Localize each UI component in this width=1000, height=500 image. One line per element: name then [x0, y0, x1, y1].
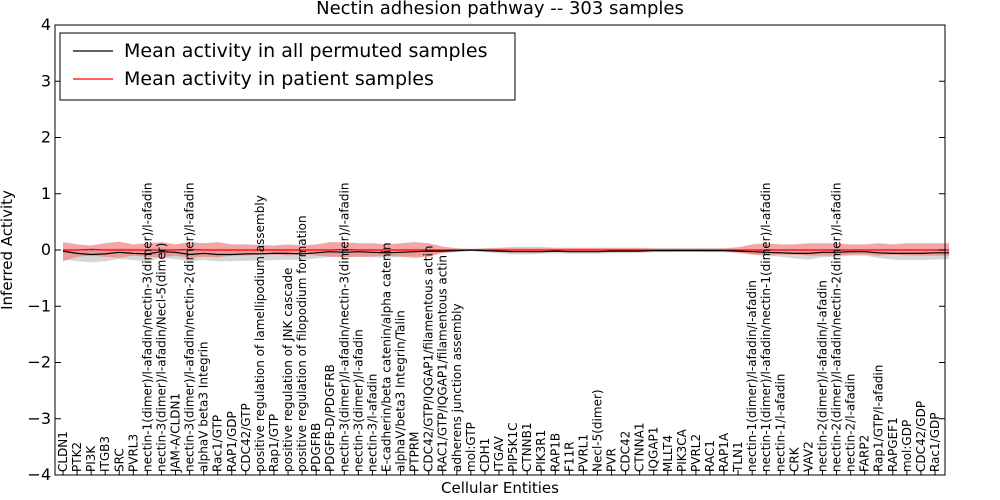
x-tick-label: RAP1/GDP: [225, 411, 239, 472]
x-tick-label: ITGAV: [492, 435, 506, 472]
x-tick-label: CDC42: [619, 431, 633, 472]
x-tick-label: MLLT4: [661, 435, 675, 472]
x-tick-label: PDGFB-D/PDGFRB: [323, 364, 337, 472]
permuted-mean-line: [62, 249, 950, 256]
x-tick-label: CTNNB1: [520, 422, 534, 472]
x-tick-label: nectin-1(dimer)/l-afadin/nectin-3(dimer)…: [140, 183, 154, 472]
y-tick-label: −4: [27, 465, 51, 484]
x-tick-label: JAM-A/CLDN1: [169, 393, 183, 473]
x-tick-label: nectin-1(dimer)/l-afadin/l-afadin: [745, 280, 759, 472]
x-tick-label: CDC42/GDP: [914, 401, 928, 472]
legend-entry-permuted: Mean activity in all permuted samples: [124, 40, 487, 62]
x-tick-label: Rap1/GTP/l-afadin: [872, 365, 886, 472]
x-tick-label: CRK: [787, 446, 801, 472]
x-tick-label: Necl-5(dimer): [591, 389, 605, 472]
x-tick-label: SRC: [112, 448, 126, 472]
x-tick-label: CDC42/GTP: [239, 403, 253, 472]
x-tick-label: positive regulation of filopodium format…: [295, 215, 309, 472]
x-tick-label: nectin-3(dimer)/l-afadin/Necl-5(dimer): [155, 243, 169, 472]
x-tick-label: E-cadherin/beta catenin/alpha catenin: [380, 242, 394, 472]
x-tick-label: VAV2: [801, 441, 815, 472]
x-tick-label: PIK3CA: [675, 428, 689, 472]
x-tick-label: CDC42/GTP/IQGAP1/filamentous actin: [422, 246, 436, 472]
x-tick-label: nectin-3(dimer)/l-afadin/nectin-2(dimer)…: [183, 183, 197, 472]
x-tick-label: IQGAP1: [647, 427, 661, 472]
x-tick-label: FARP2: [858, 435, 872, 472]
x-tick-label: PDGFRB: [309, 423, 323, 472]
series-lines: [62, 248, 950, 256]
y-tick-label: −3: [27, 409, 51, 428]
x-tick-label: ITGB3: [98, 436, 112, 472]
x-axis-label: Cellular Entities: [441, 479, 559, 497]
x-tick-label: CDH1: [478, 438, 492, 472]
x-tick-label: CLDN1: [56, 431, 70, 472]
y-axis-label: Inferred Activity: [0, 190, 16, 310]
x-tick-label: Rac1/GTP: [211, 415, 225, 472]
y-tick-label: 2: [41, 128, 51, 147]
x-tick-label: PVRL1: [576, 434, 590, 472]
x-tick-label: PTPRM: [408, 432, 422, 473]
x-tick-label: mol:GTP: [464, 422, 478, 472]
x-tick-label: PIP5K1C: [506, 422, 520, 472]
x-tick-label: nectin-3(dimer)/l-afadin: [351, 329, 365, 472]
x-tick-label: PIK3R1: [534, 430, 548, 472]
x-tick-label: F11R: [562, 441, 576, 472]
y-axis: −4 −3 −2 −1 0 1 2 3 4: [27, 15, 945, 484]
x-tick-label: RAPGEF1: [886, 417, 900, 472]
x-tick-label: mol:GDP: [900, 420, 914, 472]
x-tick-label: RAC1: [703, 440, 717, 472]
x-tick-label: PVRL3: [126, 434, 140, 472]
x-tick-label: PI3K: [84, 445, 98, 472]
y-tick-label: 0: [41, 240, 51, 259]
x-tick-label: PVR: [605, 448, 619, 472]
x-tick-label: nectin-1/l-afadin: [773, 374, 787, 472]
y-tick-label: 4: [41, 15, 51, 34]
x-tick-label: CTNNA1: [633, 422, 647, 472]
x-tick-label: adherens junction assembly: [450, 303, 464, 472]
legend: Mean activity in all permuted samples Me…: [59, 32, 516, 101]
x-tick-label: Rap1/GTP: [267, 414, 281, 472]
x-tick-label: Rac1/GDP: [928, 413, 942, 472]
x-tick-label: positive regulation of JNK cascade: [281, 268, 295, 472]
y-tick-label: 1: [41, 184, 51, 203]
x-tick-label: alphaV/beta3 Integrin/Talin: [394, 310, 408, 472]
x-tick-label: PVRL2: [689, 434, 703, 472]
x-tick-label: positive regulation of lamellipodium ass…: [253, 195, 267, 472]
x-tick-label: alphaV beta3 Integrin: [197, 341, 211, 472]
y-tick-label: 3: [41, 71, 51, 90]
legend-entry-patient: Mean activity in patient samples: [124, 68, 434, 90]
x-tick-label: nectin-2(dimer)/l-afadin/l-afadin: [816, 280, 830, 472]
x-tick-label: nectin-2/l-afadin: [844, 374, 858, 472]
x-tick-label: nectin-3/l-afadin: [365, 374, 379, 472]
x-tick-label: RAC1/GTP/IQGAP1/filamentous actin: [436, 255, 450, 472]
x-tick-label: nectin-1(dimer)/l-afadin/nectin-1(dimer)…: [759, 183, 773, 472]
y-tick-label: −1: [27, 296, 51, 315]
x-tick-label: RAP1A: [717, 432, 731, 472]
x-tick-label: TLN1: [731, 441, 745, 473]
patient-mean-line: [63, 248, 950, 251]
x-tick-label: RAP1B: [548, 433, 562, 472]
legend-box: [59, 32, 516, 101]
chart-title: Nectin adhesion pathway -- 303 samples: [316, 0, 684, 19]
x-tick-label: nectin-3(dimer)/l-afadin/nectin-3(dimer)…: [337, 183, 351, 472]
x-tick-label: nectin-2(dimer)/l-afadin/nectin-2(dimer)…: [830, 183, 844, 472]
x-tick-label: PTK2: [70, 442, 84, 472]
y-tick-label: −2: [27, 353, 51, 372]
